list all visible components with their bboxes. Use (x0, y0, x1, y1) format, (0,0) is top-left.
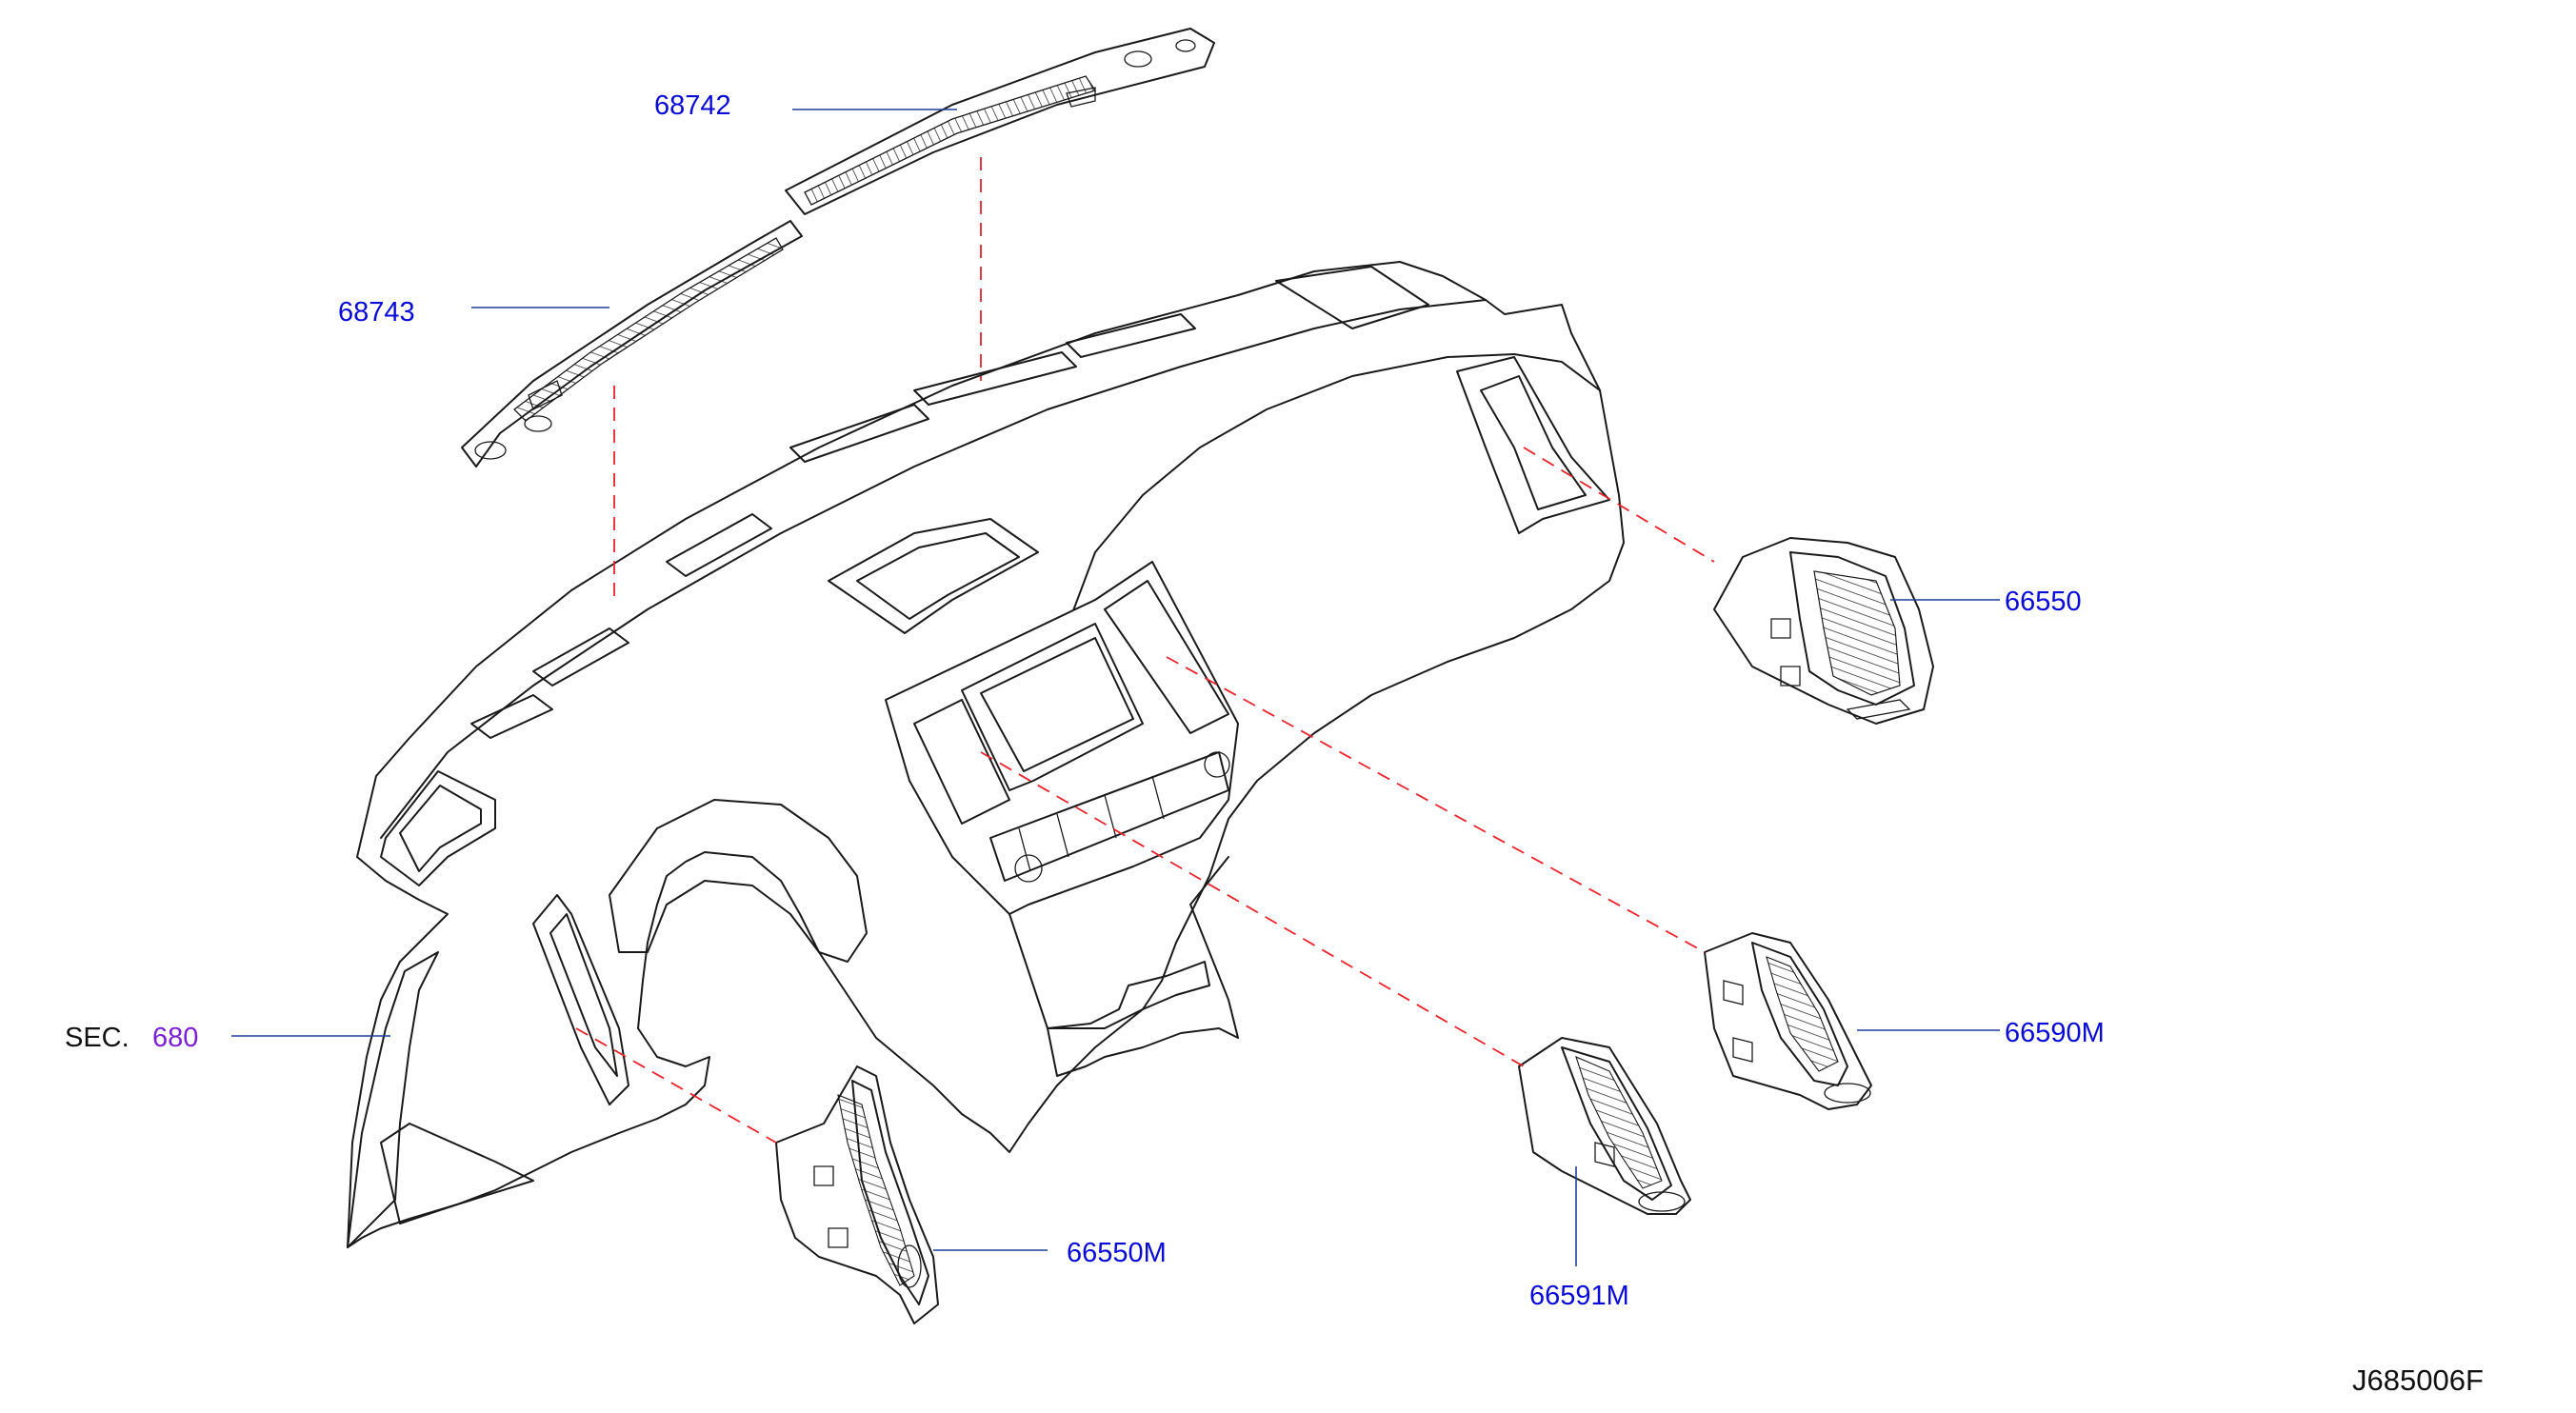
top-right-opening (1275, 266, 1429, 329)
defroster-slot-5 (913, 351, 1077, 406)
label-66591M: 66591M (1529, 1281, 1629, 1311)
part-68742-defroster-grille (785, 28, 1215, 215)
left-lower-vent-opening (532, 894, 629, 1105)
left-knob (1014, 854, 1043, 883)
guide-66591M (980, 751, 1525, 1067)
guide-66590M (1166, 656, 1706, 953)
grille-68742-clip-2 (1175, 39, 1196, 52)
defroster-slot-6 (1066, 313, 1196, 358)
left-lower-vent-inner (549, 913, 618, 1077)
grille-68743-clip-1 (474, 441, 507, 460)
label-66550M: 66550M (1067, 1238, 1167, 1268)
vent-66591M-nozzle (1638, 1191, 1686, 1212)
vent-66590M-nozzle (1824, 1083, 1871, 1104)
lower-console-bracket (1047, 961, 1210, 1029)
guide-66550M (575, 1027, 777, 1144)
guide-66550 (1523, 447, 1715, 563)
lower-console-frame (1008, 856, 1239, 1077)
meter-hood (1066, 353, 1601, 629)
meter-opening (1456, 356, 1610, 534)
part-68743-defroster-grille (461, 220, 803, 468)
label-68742: 68742 (654, 90, 731, 121)
left-lower-panel (347, 951, 439, 1248)
control-buttons-row (989, 751, 1229, 882)
installation-guide-lines (575, 157, 1715, 1144)
left-side-vent-opening (380, 770, 496, 886)
vent-66550M-dial (897, 1244, 922, 1288)
meter-opening-inner (1480, 375, 1587, 510)
drawing-id: J685006F (2352, 1363, 2484, 1397)
part-number-labels: 68742 68743 66550 66590M 66591M 66550M S… (65, 90, 2484, 1397)
defroster-slot-4 (789, 404, 929, 463)
right-center-vent-opening (1104, 580, 1229, 734)
right-knob (1204, 751, 1230, 778)
left-center-vent-opening (913, 699, 1010, 825)
defroster-slot-1 (470, 694, 553, 739)
label-66550: 66550 (2005, 587, 2082, 617)
part-66591M-center-ventilator (1518, 1037, 1691, 1215)
section-prefix: SEC. (65, 1023, 130, 1053)
top-speaker-opening (828, 518, 1039, 634)
left-side-vent-inner (399, 785, 482, 872)
part-66590M-center-ventilator (1704, 932, 1872, 1110)
display-opening (961, 623, 1144, 791)
display-inner (980, 637, 1134, 772)
part-66550M-side-ventilator (775, 1065, 939, 1324)
part-66550-side-ventilator (1713, 537, 1934, 725)
top-speaker-inner (856, 532, 1020, 620)
leader-lines (231, 109, 2000, 1266)
left-lower-pocket (380, 1123, 534, 1224)
label-68743: 68743 (338, 297, 415, 328)
steering-column-opening (609, 799, 868, 963)
grille-68743-clip-2 (524, 415, 552, 432)
center-stack (885, 561, 1239, 915)
grille-68742-clip-1 (1124, 50, 1152, 68)
defroster-slot-2 (532, 627, 629, 687)
label-66590M: 66590M (2005, 1018, 2105, 1048)
section-number-link[interactable]: 680 (152, 1023, 198, 1053)
defroster-slot-3 (666, 513, 772, 577)
